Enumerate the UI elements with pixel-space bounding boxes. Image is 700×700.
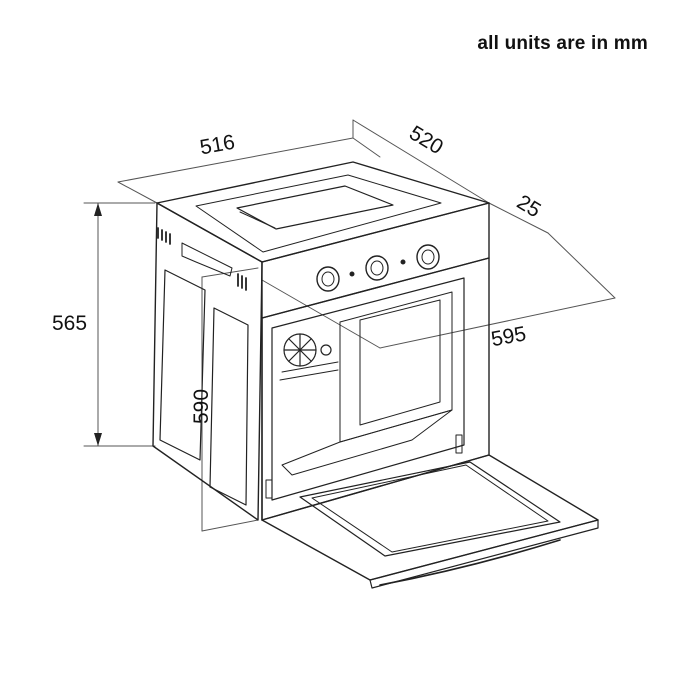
- indicator-dot-right: [400, 259, 406, 265]
- top-panel: [156, 161, 490, 263]
- door-handle: [379, 539, 561, 586]
- dim-label-595: 595: [489, 322, 528, 351]
- dim-label-516: 516: [198, 131, 237, 160]
- dim-label-590: 590: [190, 389, 213, 424]
- oven-front: [261, 257, 490, 521]
- door-window: [299, 461, 561, 557]
- dim-label-520: 520: [405, 121, 447, 159]
- oven-door: [261, 434, 599, 589]
- control-panel: [261, 202, 490, 521]
- fan-icon: [283, 333, 332, 367]
- side-vents: [157, 227, 247, 291]
- front-frame: [261, 257, 490, 521]
- dim-595-ext-a: [547, 232, 616, 299]
- dim-516-ext-right: [352, 137, 381, 158]
- door-bottom-edge: [369, 519, 599, 589]
- dimension-arrows: [94, 203, 102, 446]
- knob-middle-icon: [365, 255, 389, 281]
- side-panel: [152, 202, 263, 521]
- dimension-lines: [83, 119, 616, 532]
- dim-590-ext-top: [201, 267, 259, 278]
- side-cutout-right: [209, 307, 249, 506]
- knob-left-icon: [316, 266, 340, 292]
- dim-516-ext-left: [117, 181, 158, 204]
- side-cutout-left: [159, 269, 206, 461]
- door-glass-inner: [311, 464, 549, 553]
- dim-25-line: [488, 202, 549, 234]
- oven-top: [156, 161, 490, 263]
- dim-label-565: 565: [52, 312, 87, 335]
- cavity-opening: [271, 277, 465, 501]
- dim-590-ext-bottom: [201, 519, 259, 532]
- dim-595-line: [379, 297, 616, 349]
- back-wall-inner: [359, 299, 441, 426]
- cavity-floor: [281, 409, 453, 476]
- hinge-right: [455, 434, 463, 454]
- knob-right-icon: [416, 244, 440, 270]
- top-hotplate-outer: [195, 174, 442, 253]
- cavity-back-wall: [339, 291, 453, 443]
- arrow-565-top: [94, 203, 102, 216]
- door-panel: [261, 454, 599, 581]
- dimension-labels: 516 520 25 595 565 590: [52, 121, 545, 424]
- indicator-dot-left: [349, 271, 355, 277]
- dim-520-line: [352, 119, 490, 204]
- oven-side: [152, 202, 263, 521]
- arrow-565-bottom: [94, 433, 102, 446]
- side-cutout-upper: [181, 242, 233, 277]
- dim-516-line: [117, 137, 354, 183]
- hinge-left: [265, 479, 273, 499]
- units-note: all units are in mm: [477, 33, 648, 54]
